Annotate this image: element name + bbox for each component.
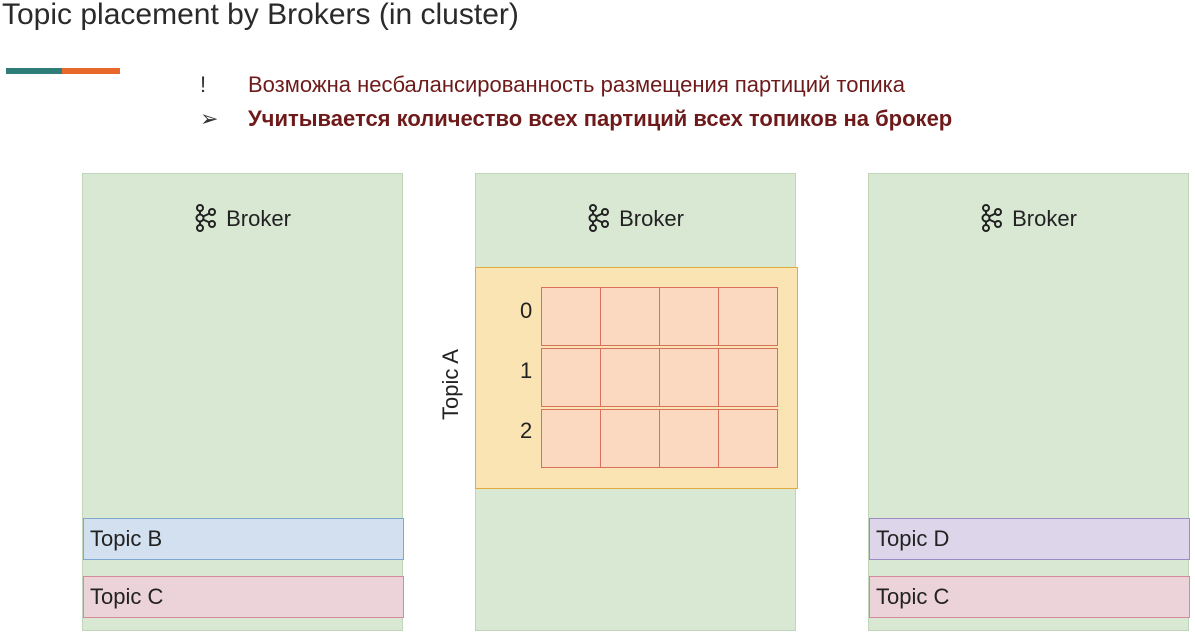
broker-header: Broker xyxy=(476,204,795,232)
kafka-icon xyxy=(195,204,217,232)
bullet-warning: ! Возможна несбалансированность размещени… xyxy=(200,72,905,98)
partition-cell xyxy=(600,348,660,407)
broker-header: Broker xyxy=(869,204,1188,232)
partition-cell xyxy=(541,287,601,346)
partition-cell xyxy=(541,409,601,468)
partition-cell xyxy=(718,287,778,346)
partition-cell xyxy=(541,348,601,407)
bullet-text: Учитывается количество всех партиций все… xyxy=(248,106,953,131)
partition-number: 2 xyxy=(520,418,533,443)
partition-number: 1 xyxy=(520,358,533,383)
topic-d-box: Topic D xyxy=(869,518,1190,560)
topic-c-box: Topic C xyxy=(869,576,1190,618)
broker-3: Broker Topic D Topic C xyxy=(868,173,1190,631)
partition-cell xyxy=(659,409,719,468)
kafka-icon xyxy=(981,204,1003,232)
broker-label: Broker xyxy=(619,206,684,231)
broker-header: Broker xyxy=(83,204,402,232)
exclamation-icon: ! xyxy=(200,72,207,97)
topic-c-box: Topic C xyxy=(83,576,404,618)
bullet-text: Возможна несбалансированность размещения… xyxy=(248,72,906,97)
partition-cell xyxy=(659,348,719,407)
title-accent-teal xyxy=(6,68,62,74)
partition-cell xyxy=(600,287,660,346)
partition-cell xyxy=(718,409,778,468)
partition-cell xyxy=(718,348,778,407)
partition-number: 0 xyxy=(520,298,533,323)
slide-title: Topic placement by Brokers (in cluster) xyxy=(2,0,519,31)
title-accent-orange xyxy=(62,68,120,74)
broker-1: Broker Topic B Topic C xyxy=(82,173,404,631)
bullet-note: ➢ Учитывается количество всех партиций вс… xyxy=(200,106,952,132)
arrow-icon: ➢ xyxy=(200,106,219,131)
partition-cell xyxy=(659,287,719,346)
broker-label: Broker xyxy=(1012,206,1077,231)
partition-cell xyxy=(600,409,660,468)
kafka-icon xyxy=(588,204,610,232)
topic-b-box: Topic B xyxy=(83,518,404,560)
topic-a-label: Topic A xyxy=(438,349,463,420)
broker-label: Broker xyxy=(226,206,291,231)
